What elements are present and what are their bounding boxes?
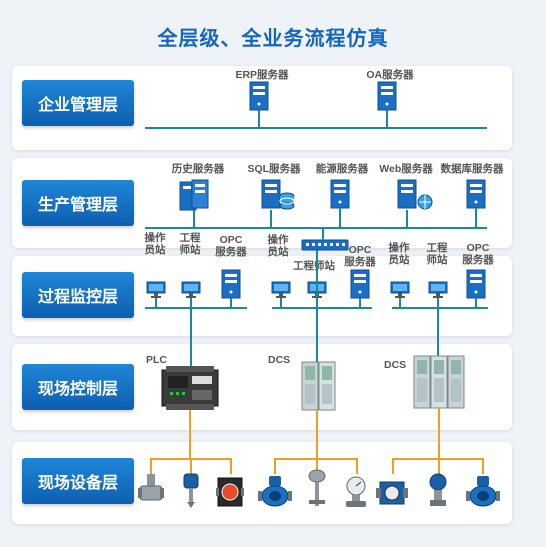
eng1-link bbox=[190, 298, 192, 308]
oa-server-icon bbox=[377, 81, 397, 111]
electromagnetic-flowmeter-1-icon bbox=[258, 476, 292, 507]
database-server-icon bbox=[466, 179, 486, 209]
opc-server-3-icon bbox=[466, 269, 486, 299]
energy-server-label: 能源服务器 bbox=[315, 163, 369, 175]
operator-station-2-icon bbox=[271, 281, 291, 298]
operator-station-3-label: 操作员站 bbox=[388, 242, 410, 266]
field-drop-2c bbox=[356, 458, 358, 474]
energy-link bbox=[339, 208, 341, 228]
op3-link bbox=[399, 298, 401, 308]
operator-station-1-label: 操作员站 bbox=[144, 232, 166, 256]
dcs2-uplink bbox=[437, 308, 439, 358]
rotameter-icon bbox=[216, 477, 244, 507]
opc1-link bbox=[230, 298, 232, 308]
field-drop-3b bbox=[438, 458, 440, 474]
opc2-link bbox=[359, 298, 361, 308]
pressure-gauge-icon bbox=[346, 476, 366, 507]
history-link bbox=[193, 210, 195, 228]
electromagnetic-flowmeter-2-icon bbox=[466, 476, 500, 507]
operator-station-3-icon bbox=[390, 281, 410, 298]
field-drop-3a bbox=[392, 458, 394, 474]
plc-uplink bbox=[190, 308, 192, 366]
sql-link bbox=[270, 210, 272, 228]
database-server-label: 数据库服务器 bbox=[440, 163, 504, 175]
engineer-station-3-label: 工程师站 bbox=[426, 242, 448, 266]
field-drop-2a bbox=[274, 458, 276, 474]
plc-device-icon bbox=[161, 366, 219, 410]
sql-server-icon bbox=[261, 179, 295, 210]
engineer-station-2-label: 工程师站 bbox=[293, 260, 335, 272]
dcs-cabinet-1-icon bbox=[301, 361, 336, 411]
erp-server-label: ERP服务器 bbox=[235, 69, 289, 81]
oa-server-label: OA服务器 bbox=[366, 69, 414, 81]
monitor-network-line-1 bbox=[145, 307, 247, 309]
switch-uplink bbox=[322, 228, 324, 240]
layer-label-control: 现场控制层 bbox=[22, 364, 134, 410]
field-drop-1c bbox=[230, 458, 232, 474]
vortex-flowmeter-icon bbox=[138, 474, 164, 501]
layer-label-production: 生产管理层 bbox=[22, 180, 134, 226]
dcs-1-label: DCS bbox=[268, 354, 291, 366]
plc-label: PLC bbox=[146, 354, 167, 366]
opc-server-1-icon bbox=[221, 269, 241, 299]
plc-field-drop bbox=[189, 410, 191, 458]
pressure-transmitter-icon bbox=[429, 473, 447, 506]
network-switch-icon bbox=[301, 239, 349, 251]
page-title: 全层级、全业务流程仿真 bbox=[157, 28, 389, 50]
sql-server-label: SQL服务器 bbox=[247, 163, 301, 175]
erp-server-icon bbox=[249, 81, 269, 111]
thermocouple-icon bbox=[308, 469, 326, 506]
field-drop-2b bbox=[316, 458, 318, 474]
op2-link bbox=[280, 298, 282, 308]
eng2-link bbox=[316, 250, 318, 308]
metal-tube-rotameter-icon bbox=[376, 481, 408, 505]
op1-link bbox=[155, 298, 157, 308]
enterprise-network-line bbox=[145, 127, 487, 129]
layer-label-field: 现场设备层 bbox=[22, 458, 134, 504]
monitor-network-line-2 bbox=[272, 307, 372, 309]
operator-station-2-label: 操作员站 bbox=[267, 234, 289, 258]
engineer-station-1-label: 工程师站 bbox=[179, 232, 201, 256]
field-drop-1b bbox=[190, 458, 192, 474]
opc-server-2-icon bbox=[350, 269, 370, 299]
energy-server-icon bbox=[330, 179, 350, 209]
web-link bbox=[406, 210, 408, 228]
web-server-icon bbox=[397, 179, 433, 210]
engineer-station-3-icon bbox=[428, 281, 448, 298]
layer-label-monitor: 过程监控层 bbox=[22, 272, 134, 318]
erp-link bbox=[258, 110, 260, 128]
eng3-link bbox=[437, 298, 439, 308]
engineer-station-1-icon bbox=[181, 281, 201, 298]
operator-station-1-icon bbox=[146, 281, 166, 298]
dcs2-field-drop bbox=[438, 408, 440, 458]
history-server-icon bbox=[179, 179, 209, 211]
database-link bbox=[475, 208, 477, 228]
dcs1-uplink bbox=[316, 308, 318, 364]
oa-link bbox=[386, 110, 388, 128]
web-server-label: Web服务器 bbox=[379, 163, 433, 175]
field-drop-3c bbox=[482, 458, 484, 474]
monitor-network-line-3 bbox=[392, 307, 488, 309]
dcs1-field-drop bbox=[316, 410, 318, 458]
opc3-link bbox=[475, 298, 477, 308]
dcs-cabinet-2-icon bbox=[413, 355, 465, 409]
field-drop-1a bbox=[150, 458, 152, 474]
history-server-label: 历史服务器 bbox=[171, 163, 225, 175]
production-network-line bbox=[145, 227, 487, 229]
temperature-transmitter-icon bbox=[183, 473, 199, 508]
dcs-2-label: DCS bbox=[384, 359, 407, 371]
layer-label-enterprise: 企业管理层 bbox=[22, 80, 134, 126]
